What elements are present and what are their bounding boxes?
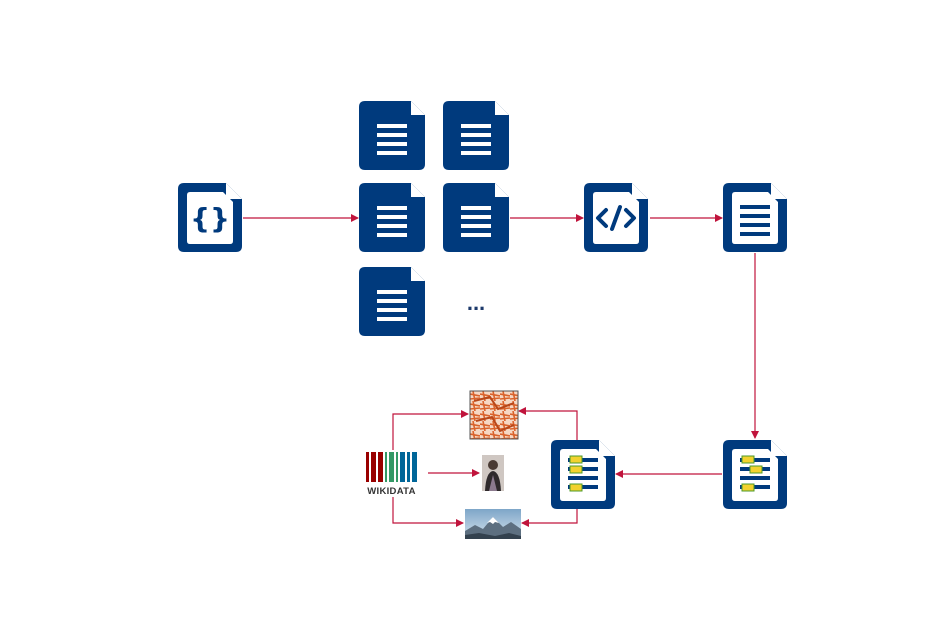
arrow-wikidata-to-mountain [392, 497, 464, 527]
document-icon [443, 183, 509, 252]
wikidata-logo: WIKIDATA [366, 452, 417, 497]
wikidata-label: WIKIDATA [367, 486, 415, 497]
annotated-document-icon [551, 440, 615, 509]
arrow-wikidata-to-map [392, 410, 469, 450]
code-file-icon [584, 183, 648, 252]
annotated-document-icon [723, 440, 787, 509]
json-file-icon: {} [178, 183, 242, 252]
portrait-thumbnail [482, 455, 504, 491]
svg-text:{}: {} [190, 202, 230, 235]
document-icon [359, 267, 425, 336]
document-icon [359, 183, 425, 252]
ellipsis-label: ... [467, 290, 485, 315]
document-icon [359, 101, 425, 170]
map-thumbnail [469, 390, 519, 440]
document-icon [723, 183, 787, 252]
mountain-thumbnail [465, 509, 521, 539]
document-icon [443, 101, 509, 170]
